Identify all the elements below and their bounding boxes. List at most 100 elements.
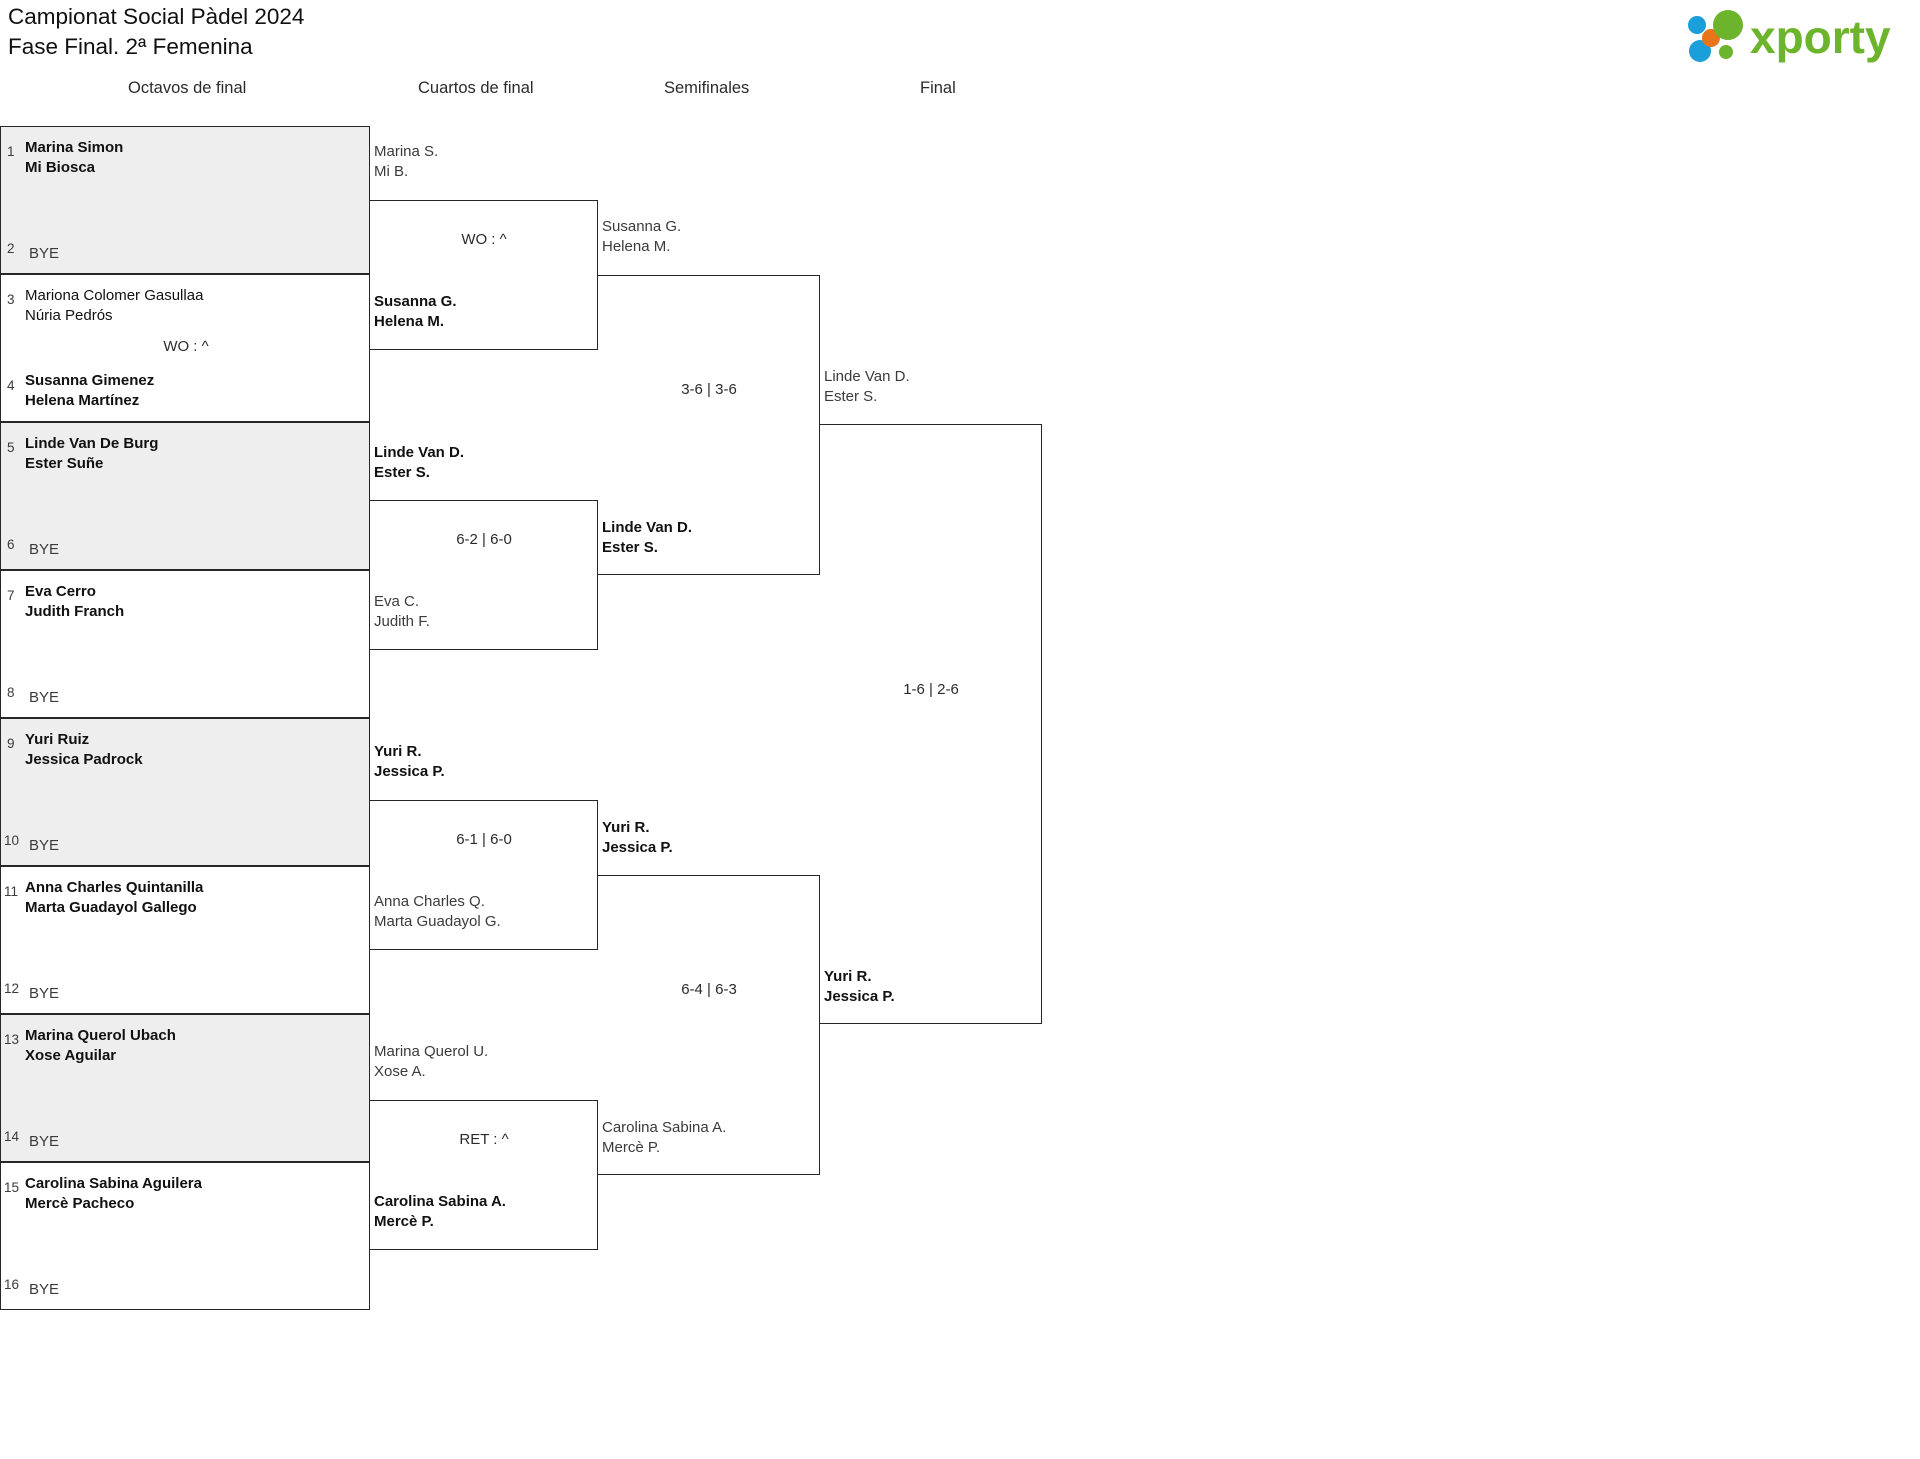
seed-number: 15 xyxy=(4,1180,20,1195)
opponent-seed-number: 16 xyxy=(4,1277,20,1292)
r2-match-3-top-team: Yuri R. Jessica P. xyxy=(374,742,445,781)
r2-match-2-top-team: Linde Van D. Ester S. xyxy=(374,443,464,482)
round-header-cuartos: Cuartos de final xyxy=(418,79,534,97)
bye-label: BYE xyxy=(29,1133,60,1150)
r2-match-1-connector xyxy=(370,200,598,350)
seed-number: 9 xyxy=(7,736,15,751)
opponent-player-1: Susanna Gimenez xyxy=(25,372,155,389)
player-1: Linde Van D. xyxy=(824,368,910,385)
player-1: Eva C. xyxy=(374,593,420,610)
logo-wordmark: xporty xyxy=(1750,11,1891,63)
player-2: Jessica P. xyxy=(374,762,445,780)
player-1: Anna Charles Q. xyxy=(374,893,485,910)
r2-match-3-bottom-team: Anna Charles Q. Marta Guadayol G. xyxy=(374,892,501,931)
player-2: Xose A. xyxy=(374,1062,426,1080)
r1-match-6[interactable]: 11 Anna Charles Quintanilla Marta Guaday… xyxy=(0,866,370,1014)
seed-number: 11 xyxy=(4,884,19,899)
logo-dot-green-large xyxy=(1713,10,1743,40)
bye-label: BYE xyxy=(29,689,60,706)
player-1: Yuri R. xyxy=(374,743,422,760)
r4-final-bottom-team: Yuri R. Jessica P. xyxy=(824,967,895,1006)
r3-match-2-bottom-team: Carolina Sabina A. Mercè P. xyxy=(602,1118,726,1157)
player-1: Linde Van D. xyxy=(374,444,465,461)
team-names: Linde Van De Burg Ester Suñe xyxy=(25,434,158,473)
r1-match-3[interactable]: 5 Linde Van De Burg Ester Suñe 6 BYE xyxy=(0,422,370,570)
bye-label: BYE xyxy=(29,541,60,558)
r2-match-2-bottom-team: Eva C. Judith F. xyxy=(374,592,430,631)
r1-match-4[interactable]: 7 Eva Cerro Judith Franch 8 BYE xyxy=(0,570,370,718)
player-1: Marina Simon xyxy=(25,139,124,156)
opponent-seed-number: 12 xyxy=(4,981,20,996)
player-2: Jessica P. xyxy=(824,987,895,1005)
player-2: Núria Pedrós xyxy=(25,306,113,324)
xporty-logo[interactable]: xporty xyxy=(1678,8,1902,64)
r4-final-score: 1-6 | 2-6 xyxy=(903,681,959,698)
team-names: Mariona Colomer Gasullaa Núria Pedrós xyxy=(25,286,203,325)
r1-match-7[interactable]: 13 Marina Querol Ubach Xose Aguilar 14 B… xyxy=(0,1014,370,1162)
opponent-team-names: Susanna Gimenez Helena Martínez xyxy=(25,371,154,410)
seed-number: 5 xyxy=(7,440,15,455)
player-2: Ester Suñe xyxy=(25,454,104,472)
player-1: Yuri Ruiz xyxy=(25,731,90,748)
bye-label: BYE xyxy=(29,985,60,1002)
team-names: Anna Charles Quintanilla Marta Guadayol … xyxy=(25,878,203,917)
r1-match-1[interactable]: 1 Marina Simon Mi Biosca 2 BYE xyxy=(0,126,370,274)
player-2: Ester S. xyxy=(374,463,430,481)
player-2: Ester S. xyxy=(602,538,658,556)
r2-match-1-bottom-team: Susanna G. Helena M. xyxy=(374,292,457,331)
player-2: Jessica Padrock xyxy=(25,750,143,768)
player-2: Mercè P. xyxy=(374,1212,434,1230)
player-2: Ester S. xyxy=(824,387,878,405)
r3-match-2-top-team: Yuri R. Jessica P. xyxy=(602,818,673,857)
logo-dot-blue-top xyxy=(1688,16,1706,34)
round-header-semifinales: Semifinales xyxy=(664,79,750,97)
player-2: Judith Franch xyxy=(25,602,125,620)
player-2: Marta Guadayol G. xyxy=(374,912,501,930)
r1-match-5[interactable]: 9 Yuri Ruiz Jessica Padrock 10 BYE xyxy=(0,718,370,866)
player-2: Mercè P. xyxy=(602,1138,661,1156)
player-2: Judith F. xyxy=(374,612,430,630)
player-1: Mariona Colomer Gasullaa xyxy=(25,287,204,304)
r2-match-2-score: 6-2 | 6-0 xyxy=(456,531,512,548)
opponent-seed-number: 10 xyxy=(4,833,20,848)
player-1: Anna Charles Quintanilla xyxy=(25,879,204,896)
player-2: Marta Guadayol Gallego xyxy=(25,898,197,916)
logo-dot-blue-bottom xyxy=(1689,40,1711,62)
team-names: Eva Cerro Judith Franch xyxy=(25,582,124,621)
seed-number: 1 xyxy=(7,144,15,159)
opponent-seed-number: 4 xyxy=(7,378,15,393)
title-line-2: Fase Final. 2ª Femenina xyxy=(8,34,253,59)
player-2: Mi Biosca xyxy=(25,158,96,176)
player-2: Mi B. xyxy=(374,162,409,180)
player-2: Helena M. xyxy=(374,312,445,330)
seed-number: 7 xyxy=(7,588,15,603)
player-1: Susanna G. xyxy=(374,293,457,310)
r2-match-3-score: 6-1 | 6-0 xyxy=(456,831,512,848)
team-names: Marina Simon Mi Biosca xyxy=(25,138,123,177)
player-1: Linde Van De Burg xyxy=(25,435,159,452)
opponent-seed-number: 14 xyxy=(4,1129,20,1144)
team-names: Carolina Sabina Aguilera Mercè Pacheco xyxy=(25,1174,202,1213)
player-1: Eva Cerro xyxy=(25,583,96,600)
match-score: WO : ^ xyxy=(163,338,209,355)
player-2: Jessica P. xyxy=(602,838,673,856)
r4-final-connector xyxy=(820,424,1042,1024)
logo-dot-orange xyxy=(1702,29,1720,47)
bye-label: BYE xyxy=(29,1281,60,1298)
player-2: Xose Aguilar xyxy=(25,1046,117,1064)
r1-match-2[interactable]: 3 Mariona Colomer Gasullaa Núria Pedrós … xyxy=(0,274,370,422)
player-1: Marina Querol Ubach xyxy=(25,1027,176,1044)
player-2: Helena M. xyxy=(602,237,671,255)
team-names: Yuri Ruiz Jessica Padrock xyxy=(25,730,143,769)
r1-match-8[interactable]: 15 Carolina Sabina Aguilera Mercè Pachec… xyxy=(0,1162,370,1310)
bye-label: BYE xyxy=(29,245,60,262)
r3-match-2-score: 6-4 | 6-3 xyxy=(681,981,737,998)
r2-match-1-score: WO : ^ xyxy=(461,231,507,248)
opponent-seed-number: 2 xyxy=(7,241,15,256)
r3-match-2-connector xyxy=(598,875,820,1175)
team-names: Marina Querol Ubach Xose Aguilar xyxy=(25,1026,176,1065)
player-1: Yuri R. xyxy=(824,968,872,985)
seed-number: 3 xyxy=(7,292,15,307)
r2-match-4-bottom-team: Carolina Sabina A. Mercè P. xyxy=(374,1192,506,1231)
